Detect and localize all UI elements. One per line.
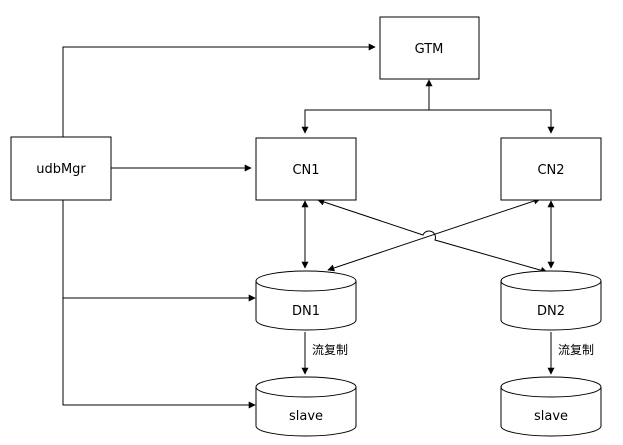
node-gtm[interactable]: GTM: [379, 16, 480, 80]
edge-udbmgr-gtm: [62, 43, 376, 137]
node-cn1-label: CN1: [292, 163, 319, 178]
node-dn1-label: DN1: [292, 304, 320, 319]
node-udbmgr-label: udbMgr: [36, 162, 86, 177]
node-slave-2[interactable]: slave: [500, 376, 602, 437]
edge-gtm-cn2: [429, 109, 555, 134]
node-cn1[interactable]: CN1: [255, 137, 357, 201]
edge-gtm-cn1: [301, 109, 429, 134]
edge-udbmgr-dn1: [62, 200, 256, 302]
node-cn2-label: CN2: [537, 163, 564, 178]
node-dn1[interactable]: DN1: [255, 270, 357, 331]
node-gtm-label: GTM: [415, 42, 444, 57]
node-dn2-label: DN2: [537, 304, 565, 319]
node-slave-1[interactable]: slave: [255, 376, 357, 437]
edge-cn2-dn1: [327, 197, 541, 272]
edge-cn1-dn2: [317, 198, 548, 274]
edge-label-dn1-replication: 流复制: [312, 343, 348, 357]
edge-udbmgr-slave1: [62, 298, 256, 409]
node-cn2[interactable]: CN2: [500, 137, 602, 201]
node-dn2[interactable]: DN2: [500, 270, 602, 331]
edge-label-dn2-replication: 流复制: [558, 343, 594, 357]
node-slave-2-label: slave: [534, 409, 568, 424]
node-slave-1-label: slave: [289, 409, 323, 424]
node-udbmgr[interactable]: udbMgr: [10, 136, 112, 201]
